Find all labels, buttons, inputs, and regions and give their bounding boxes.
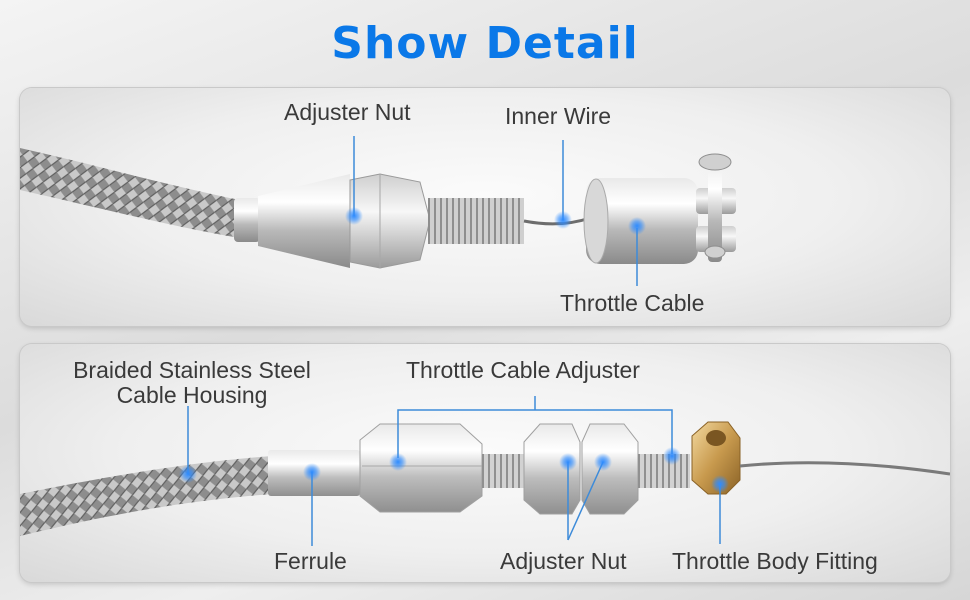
- label-throttle-cable-adjuster: Throttle Cable Adjuster: [406, 357, 640, 383]
- braided-housing: [20, 456, 272, 536]
- inner-wire: [739, 461, 950, 476]
- callout-dot: [594, 453, 612, 471]
- page-title: Show Detail: [331, 18, 639, 69]
- top-product-illustration: [20, 136, 736, 286]
- callout-dot: [628, 217, 646, 235]
- hex-adjuster-nut-2: [581, 423, 639, 515]
- callout-dot: [389, 453, 407, 471]
- label-throttle-body-fitting: Throttle Body Fitting: [672, 548, 878, 574]
- callout-dot: [179, 465, 197, 483]
- cone-body: [258, 174, 350, 268]
- bottom-product-illustration: [20, 396, 950, 546]
- ferrule: [234, 198, 260, 242]
- label-adjuster-nut-top: Adjuster Nut: [284, 99, 411, 125]
- bottom-detail-panel: [20, 344, 950, 582]
- label-ferrule: Ferrule: [274, 548, 347, 574]
- brass-fitting: [691, 421, 741, 495]
- threaded-rod: [428, 198, 524, 244]
- label-throttle-cable: Throttle Cable: [560, 290, 705, 316]
- braided-housing: [20, 148, 240, 238]
- label-braided-housing: Braided Stainless Steel Cable Housing: [58, 357, 326, 409]
- callout-dot: [554, 211, 572, 229]
- hex-adjuster-nut: [349, 173, 431, 269]
- label-braided-housing-line1: Braided Stainless Steel: [73, 357, 311, 383]
- callout-dot: [303, 463, 321, 481]
- top-detail-panel: [20, 88, 950, 326]
- label-adjuster-nut-bottom: Adjuster Nut: [500, 548, 627, 574]
- callout-dot: [663, 447, 681, 465]
- label-inner-wire: Inner Wire: [505, 103, 612, 129]
- callout-dot: [559, 453, 577, 471]
- threaded-rod: [482, 454, 524, 488]
- callout-dot: [345, 207, 363, 225]
- callout-dot: [711, 475, 729, 493]
- label-braided-housing-line2: Cable Housing: [116, 382, 268, 409]
- hex-adjuster-nut-1: [523, 423, 581, 515]
- hex-fitting-1: [359, 423, 483, 513]
